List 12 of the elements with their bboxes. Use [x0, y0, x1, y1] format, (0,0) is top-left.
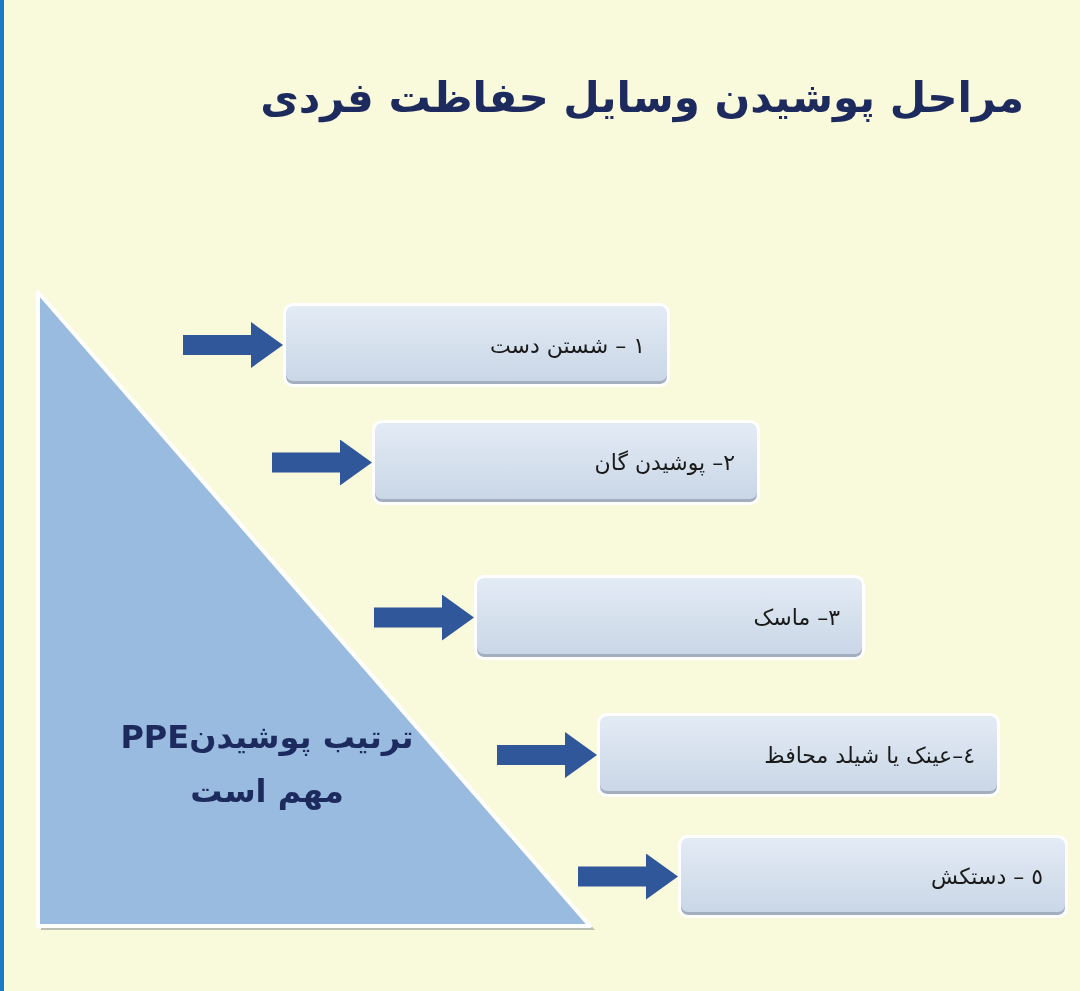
arrow [497, 732, 597, 778]
arrow [183, 322, 283, 368]
step-box: ٥ – دستکش [678, 835, 1068, 918]
step-box: ٢– پوشیدن گان [372, 420, 760, 505]
triangle-label: ترتیب پوشیدنPPE مهم است [119, 717, 415, 812]
arrow [374, 594, 474, 641]
title: مراحل پوشیدن وسایل حفاظت فردی [260, 72, 1024, 125]
arrow [578, 853, 678, 900]
step-box: ١ – شستن دست [283, 303, 670, 387]
step-box: ٤–عینک یا شیلد محافظ [597, 713, 1000, 797]
arrow [272, 439, 372, 486]
step-box: ٣– ماسک [474, 575, 865, 660]
